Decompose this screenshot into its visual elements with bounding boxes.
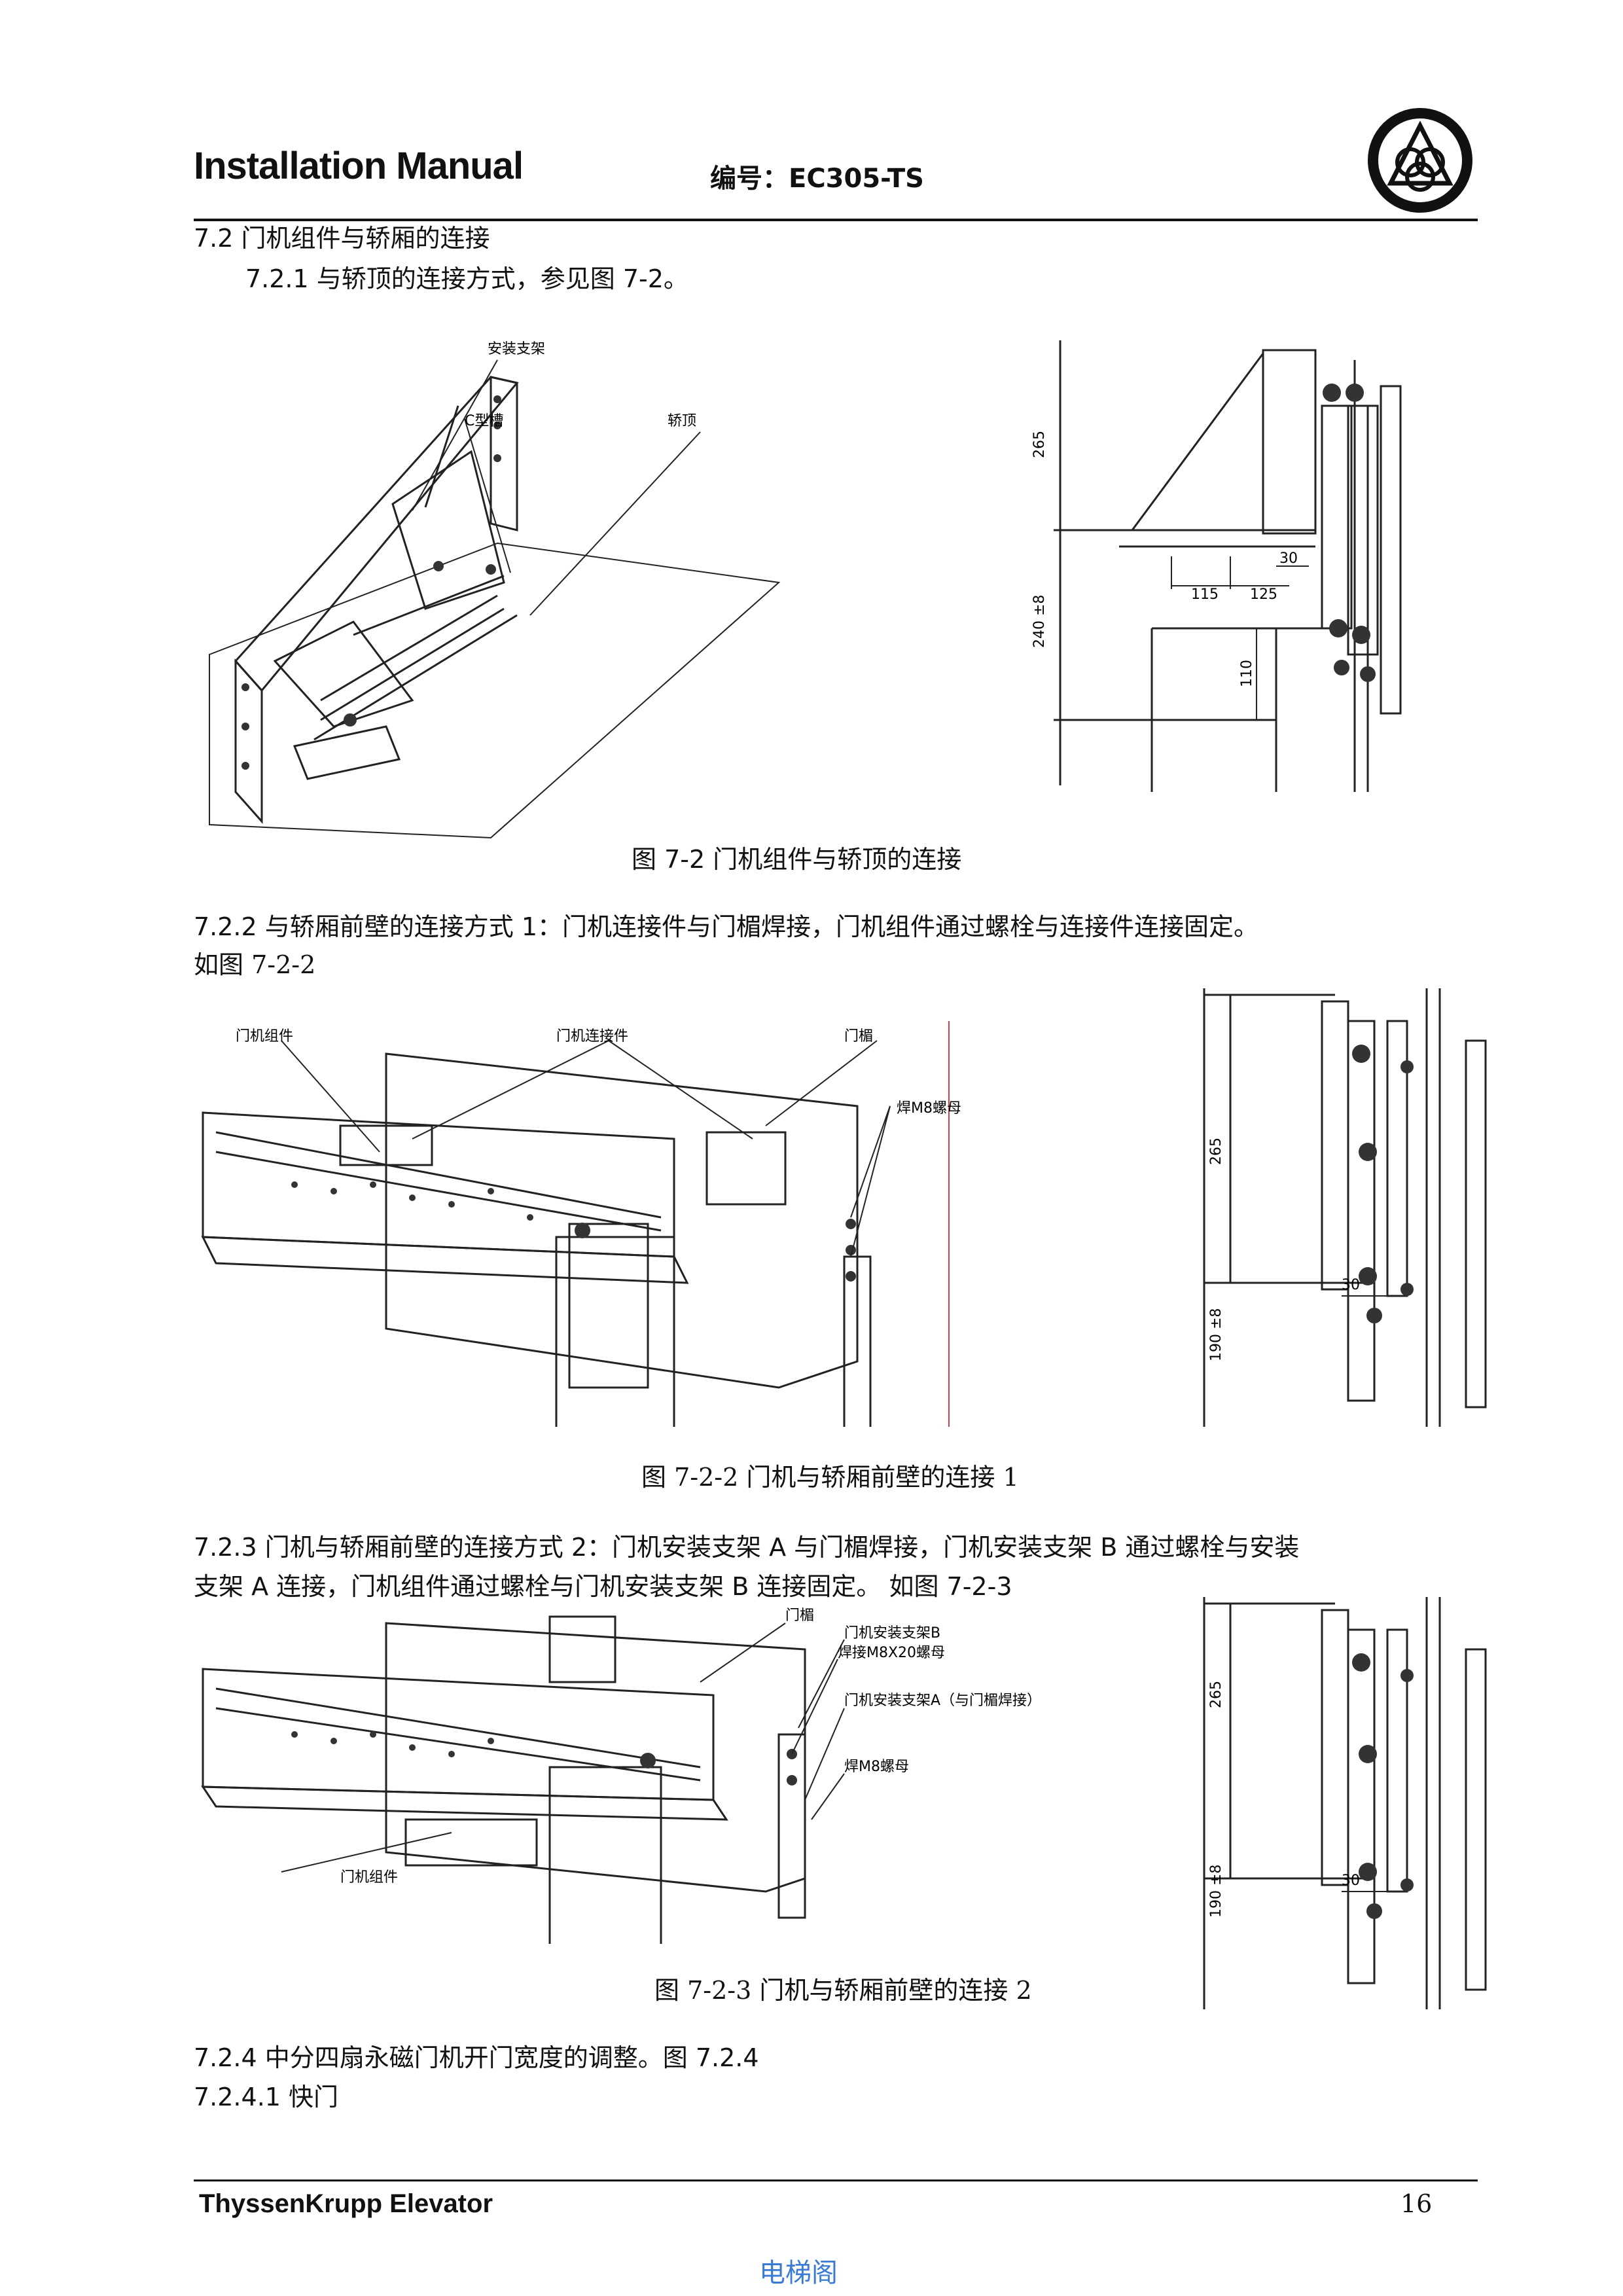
paragraph-7-2-3-cont: 支架 A 连接，门机组件通过螺栓与门机安装支架 B 连接固定。 如图 7-2-3 [194, 1572, 1012, 1601]
paragraph-7-2-1: 7.2.1 与轿顶的连接方式，参见图 7-2。 [245, 264, 688, 293]
figure-7-2-3-isometric: 门楣 门机安装支架B 焊接M8X20螺母 门机安装支架A（与门楣焊接） 焊M8螺… [201, 1607, 1041, 1944]
footer-company: ThyssenKrupp Elevator [199, 2189, 493, 2218]
label-nut: 焊M8螺母 [897, 1100, 961, 1117]
dim-30: 30 [1342, 1277, 1360, 1293]
label-cartop: 轿顶 [668, 413, 696, 429]
label-bracket: 安装支架 [488, 341, 545, 357]
caption-figure-7-2: 图 7-2 门机组件与轿顶的连接 [632, 845, 962, 874]
dim-190: 190 ±8 [1208, 1308, 1224, 1361]
figure-7-2-section: 265 240 ±8 110 30 115 125 [1031, 340, 1402, 792]
section-heading: 7.2 门机组件与轿厢的连接 [194, 224, 490, 253]
dim-110: 110 [1239, 660, 1255, 687]
figure-7-2-2-isometric: 门机组件 门机连接件 门楣 焊M8螺母 [201, 1021, 961, 1427]
dim-115: 115 [1191, 586, 1219, 603]
paragraph-7-2-4-1: 7.2.4.1 快门 [194, 2083, 339, 2111]
dim-240: 240 ±8 [1031, 595, 1048, 648]
dim-190: 190 ±8 [1208, 1865, 1224, 1918]
paragraph-7-2-4: 7.2.4 中分四扇永磁门机开门宽度的调整。图 7.2.4 [194, 2043, 759, 2072]
label-lintel: 门楣 [785, 1607, 814, 1624]
document-code: 编号：EC305-TS [710, 164, 924, 194]
dim-265: 265 [1208, 1138, 1224, 1165]
label-bracket-a: 门机安装支架A（与门楣焊接） [844, 1693, 1041, 1709]
watermark: 电梯阁 [759, 2258, 838, 2288]
dim-125: 125 [1250, 586, 1277, 603]
paragraph-7-2-3: 7.2.3 门机与轿厢前壁的连接方式 2：门机安装支架 A 与门楣焊接，门机安装… [194, 1533, 1300, 1562]
caption-figure-7-2-3: 图 7-2-3 门机与轿厢前壁的连接 2 [654, 1976, 1032, 2005]
dim-30: 30 [1342, 1873, 1360, 1889]
thyssenkrupp-logo-icon [1368, 108, 1472, 213]
label-c-channel: C型槽 [465, 413, 503, 429]
figure-7-2-isometric: 安装支架 轿顶 C型槽 [209, 341, 781, 839]
label-assembly: 门机组件 [340, 1869, 398, 1886]
dim-30: 30 [1279, 550, 1298, 567]
label-nut: 焊M8螺母 [844, 1759, 909, 1775]
figure-7-2-2-section: 265 190 ±8 30 [1203, 988, 1487, 1427]
paragraph-7-2-2-ref: 如图 7-2-2 [194, 950, 316, 979]
label-lintel: 门楣 [844, 1028, 873, 1045]
figure-7-2-3-section: 265 190 ±8 30 [1203, 1597, 1487, 2009]
manual-title: Installation Manual [194, 145, 524, 187]
dim-265: 265 [1208, 1681, 1224, 1708]
footer-rule [194, 2179, 1478, 2181]
label-weld-nut: 焊接M8X20螺母 [838, 1645, 945, 1661]
page-number: 16 [1400, 2189, 1433, 2218]
paragraph-7-2-2: 7.2.2 与轿厢前壁的连接方式 1：门机连接件与门楣焊接，门机组件通过螺栓与连… [194, 912, 1259, 941]
label-assembly: 门机组件 [236, 1028, 293, 1045]
label-connector: 门机连接件 [556, 1028, 628, 1045]
header-rule [194, 219, 1478, 221]
dim-265: 265 [1031, 431, 1048, 458]
caption-figure-7-2-2: 图 7-2-2 门机与轿厢前壁的连接 1 [641, 1463, 1019, 1492]
label-bracket-b: 门机安装支架B [844, 1625, 940, 1641]
